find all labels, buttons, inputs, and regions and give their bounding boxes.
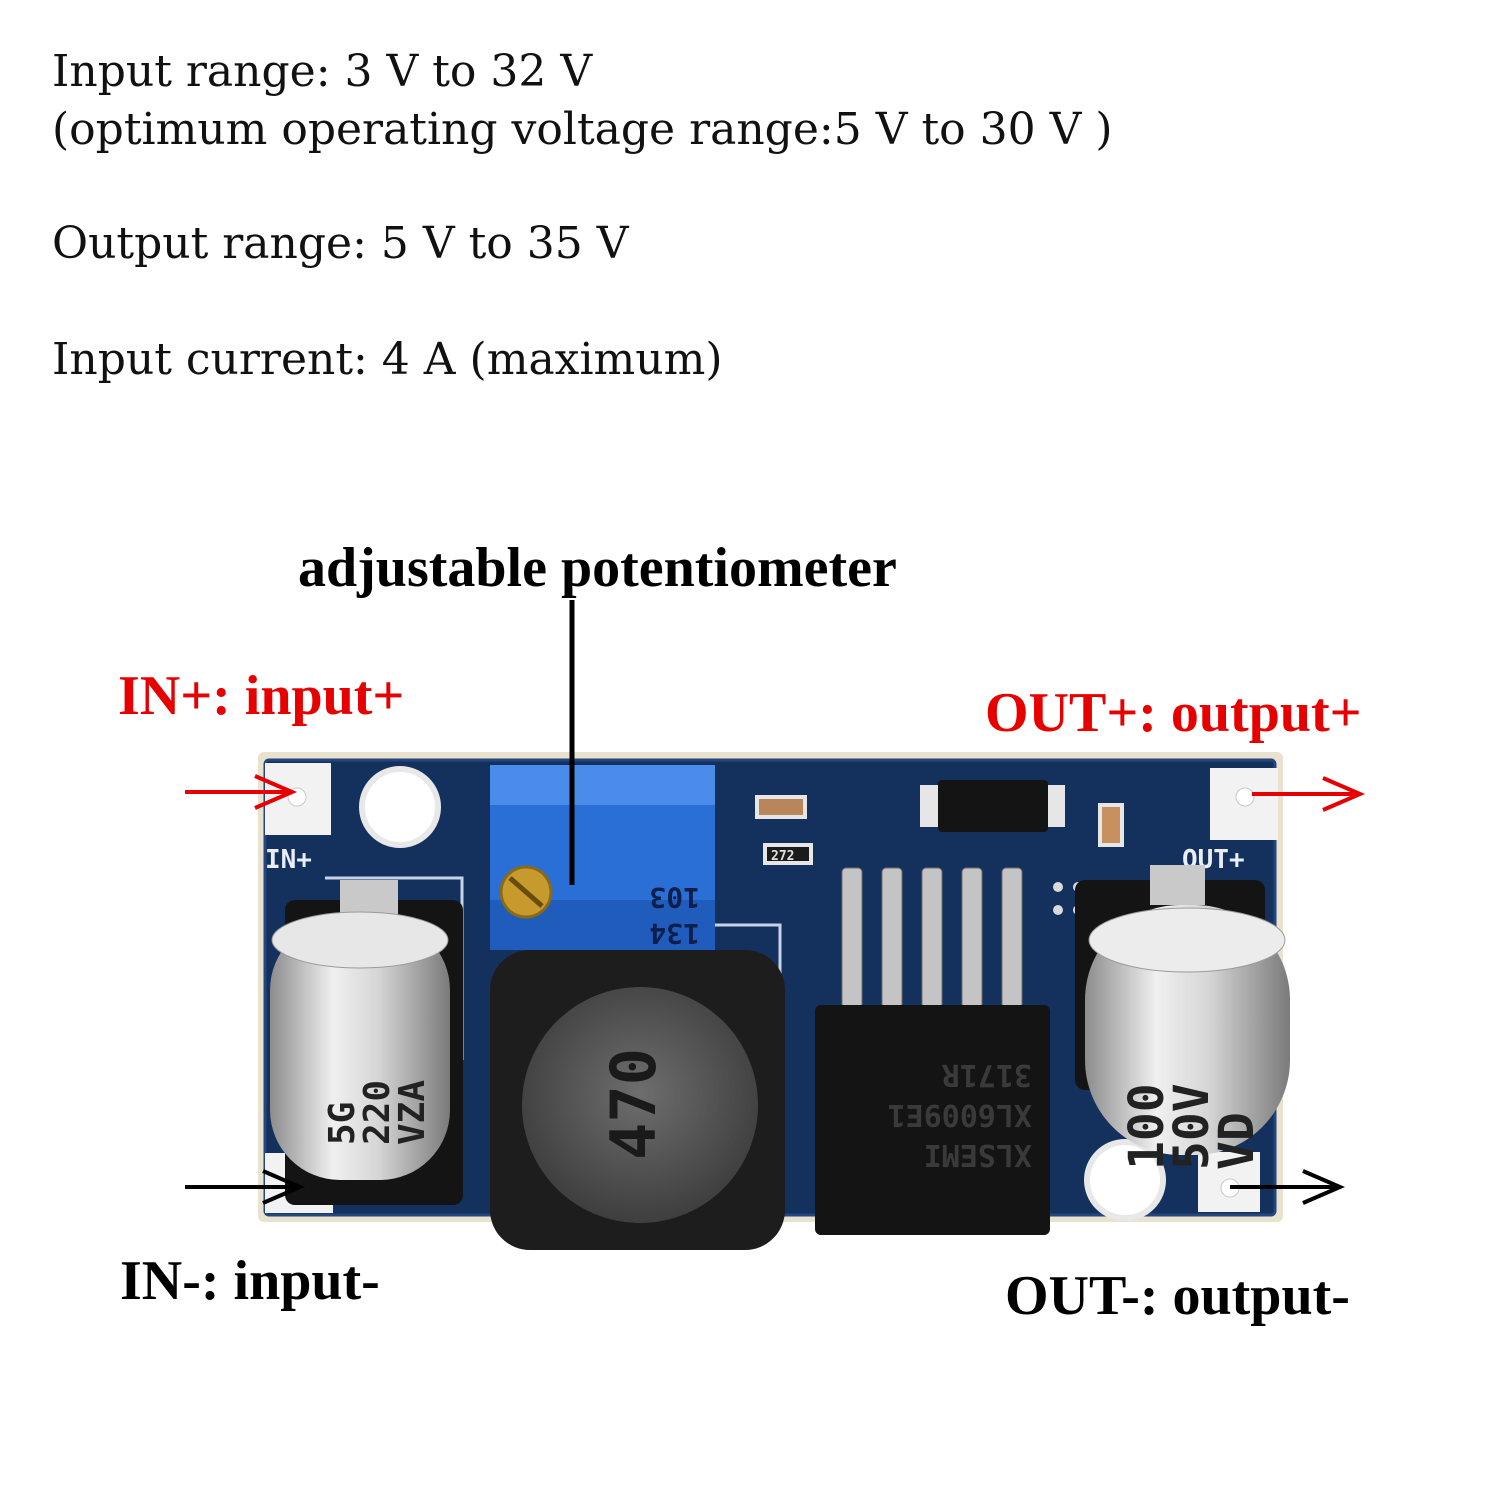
diode-body (938, 780, 1048, 832)
ic-leads (841, 867, 1023, 1009)
spec-optimum-range: (optimum operating voltage range:5 V to … (52, 104, 1113, 155)
out-plus-label: OUT+: output+ (985, 682, 1362, 744)
pot-marking-2: 134 (649, 917, 700, 950)
input-capacitor (270, 920, 450, 1180)
input-cap-marking-2: 220 (357, 1080, 398, 1145)
input-cap-marking-1: 5G (322, 1102, 363, 1145)
ic-marking-3: 3171R (941, 1057, 1032, 1092)
silk-label-in-plus: IN+ (265, 845, 312, 875)
ic-marking-2: XL6009E1 (888, 1097, 1033, 1132)
output-cap-marking-1: 100 (1119, 1083, 1175, 1170)
arrow-out-minus (1230, 1169, 1346, 1205)
spec-input-current: Input current: 4 A (maximum) (52, 334, 723, 385)
input-cap-marking-3: VZA (392, 1080, 433, 1145)
mounting-hole (359, 766, 441, 848)
smd-capacitor (755, 795, 807, 819)
mounting-hole (1084, 1139, 1166, 1221)
in-plus-label: IN+: input+ (118, 665, 405, 727)
spec-input-range: Input range: 3 V to 32 V (52, 46, 593, 97)
output-cap-marking-2: 50V (1164, 1083, 1220, 1170)
arrow-out-plus (1252, 776, 1366, 812)
xl6009-ic (815, 1005, 1050, 1235)
inductor-marking: 470 (597, 1048, 670, 1160)
arrow-in-plus (185, 774, 298, 810)
potentiometer-label: adjustable potentiometer (298, 537, 897, 599)
spec-output-range: Output range: 5 V to 35 V (52, 218, 629, 269)
smd-resistor (763, 843, 813, 865)
smd-capacitor (1098, 803, 1124, 847)
out-minus-label: OUT-: output- (1005, 1265, 1350, 1327)
pot-marking-1: 103 (649, 881, 700, 914)
arrow-in-minus (185, 1169, 306, 1205)
output-cap-marking-3: VD (1209, 1112, 1265, 1170)
resistor-marking: 272 (771, 849, 794, 864)
in-minus-label: IN-: input- (120, 1250, 380, 1312)
ic-marking-1: XLSEMI (924, 1137, 1032, 1172)
